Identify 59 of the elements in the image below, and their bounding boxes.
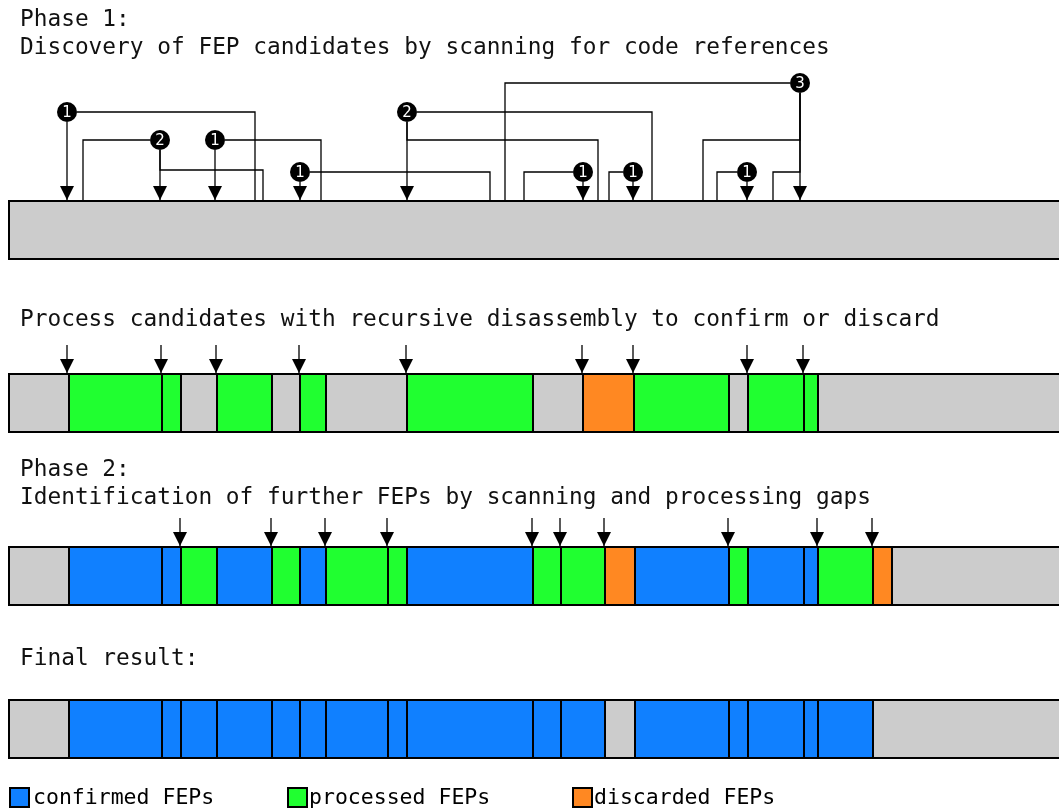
callout-number: 1	[57, 102, 77, 122]
reference-line	[82, 139, 151, 201]
arrow	[293, 181, 307, 201]
memory-map-drawing	[8, 373, 1059, 433]
arrow	[400, 121, 414, 201]
arrow	[796, 344, 810, 374]
reference-line	[716, 171, 738, 201]
arrow	[209, 344, 223, 374]
arrow	[380, 517, 394, 547]
reference-line	[76, 111, 256, 201]
caption-text: Identification of further FEPs by scanning and processing gaps	[20, 484, 871, 508]
reference-line	[608, 171, 624, 201]
memory-map-drawing	[8, 200, 1059, 260]
legend-label: discarded FEPs	[594, 785, 776, 809]
legend-label: processed FEPs	[309, 785, 491, 809]
arrow	[740, 181, 754, 201]
memory-map-drawing	[8, 546, 1059, 606]
reference-line	[416, 111, 653, 201]
arrow	[525, 517, 539, 547]
arrow	[318, 517, 332, 547]
arrow	[575, 344, 589, 374]
memory-map-drawing	[8, 699, 1059, 759]
reference-line	[309, 171, 491, 201]
arrow	[173, 517, 187, 547]
caption-text: Process candidates with recursive disassembly to confirm or discard	[20, 306, 940, 330]
reference-line	[523, 171, 574, 201]
reference-line	[504, 82, 791, 201]
arrow	[399, 344, 413, 374]
callout-number: 3	[790, 73, 810, 93]
arrow	[721, 517, 735, 547]
arrow	[292, 344, 306, 374]
arrow	[60, 344, 74, 374]
arrow	[626, 344, 640, 374]
caption-text: Phase 1:	[20, 6, 130, 30]
arrow	[576, 181, 590, 201]
callout-number: 1	[290, 162, 310, 182]
callout-number: 1	[737, 162, 757, 182]
arrow	[154, 344, 168, 374]
caption-text: Discovery of FEP candidates by scanning for code references	[20, 34, 830, 58]
arrow	[208, 149, 222, 201]
arrow	[60, 121, 74, 201]
reference-line	[224, 139, 322, 201]
arrow	[810, 517, 824, 547]
arrow	[865, 517, 879, 547]
arrow	[153, 149, 167, 201]
callout-number: 2	[150, 130, 170, 150]
caption-text: Final result:	[20, 645, 199, 669]
arrow	[264, 517, 278, 547]
arrow	[597, 517, 611, 547]
callout-number: 1	[205, 130, 225, 150]
legend-label: confirmed FEPs	[33, 785, 215, 809]
caption-text: Phase 2:	[20, 456, 130, 480]
arrow	[740, 344, 754, 374]
arrow	[553, 517, 567, 547]
arrow	[793, 92, 807, 201]
callout-number: 1	[573, 162, 593, 182]
callout-number: 2	[397, 102, 417, 122]
arrow	[626, 181, 640, 201]
callout-number: 1	[623, 162, 643, 182]
